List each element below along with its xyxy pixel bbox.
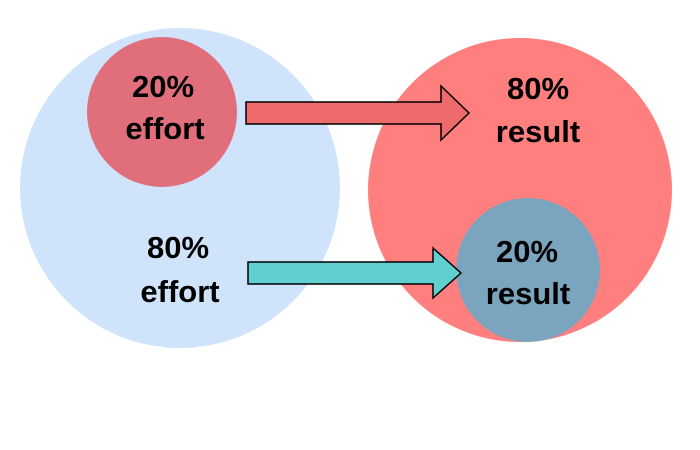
bottom-arrow bbox=[247, 246, 463, 300]
large-effort-word: effort bbox=[140, 274, 219, 309]
large-effort-pct: 80% bbox=[147, 230, 209, 265]
result-small-circle bbox=[456, 198, 600, 342]
small-result-pct: 20% bbox=[496, 234, 558, 269]
top-arrow bbox=[245, 84, 471, 142]
effort-small-circle bbox=[87, 37, 237, 187]
small-effort-word: effort bbox=[125, 111, 204, 146]
large-result-pct: 80% bbox=[507, 71, 569, 106]
large-result-word: result bbox=[496, 114, 580, 149]
small-result-word: result bbox=[486, 276, 570, 311]
small-effort-pct: 20% bbox=[132, 69, 194, 104]
